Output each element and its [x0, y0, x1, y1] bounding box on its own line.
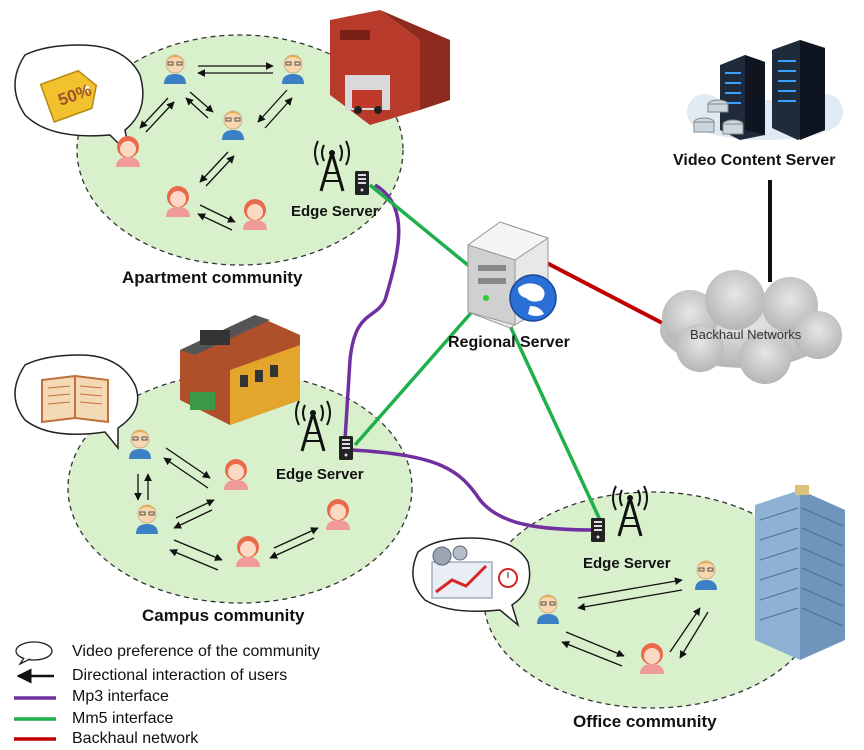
- legend-backhaul-text: Backhaul network: [72, 730, 199, 747]
- mm5-link-office: [503, 314, 602, 521]
- apartment-user-4: [116, 136, 140, 167]
- legend-interaction-text: Directional interaction of users: [72, 667, 288, 684]
- discount-tag-icon: [39, 69, 98, 123]
- legend-interaction: Directional interaction of users: [14, 665, 287, 687]
- campus-community-title: Campus community: [142, 606, 305, 625]
- mp3-link-apartment-campus: [343, 183, 401, 441]
- apartment-interaction-arrows: [139, 62, 293, 231]
- campus-user-4: [326, 499, 350, 530]
- apartment-building-icon: [330, 10, 450, 125]
- backhaul-networks-label: Backhaul Networks: [690, 327, 802, 342]
- office-interaction-arrows: [561, 577, 709, 667]
- video-content-server-label: Video Content Server: [673, 152, 836, 169]
- book-icon: [41, 374, 109, 424]
- campus-edge-server-icon: [339, 436, 353, 460]
- office-preference-bubble: [412, 537, 531, 628]
- globe-icon: [509, 274, 557, 322]
- backhaul-cloud-icon: [660, 270, 842, 384]
- legend-preference-text: Video preference of the community: [72, 643, 320, 660]
- office-user-3: [640, 643, 664, 674]
- apartment-user-5: [166, 186, 190, 217]
- legend-preference: Video preference of the community: [14, 641, 320, 663]
- backhaul-link: [544, 260, 669, 328]
- office-community-title: Office community: [573, 712, 717, 731]
- office-building-icon: [755, 485, 845, 660]
- apartment-preference-bubble: [14, 44, 144, 158]
- legend-marks: [14, 641, 56, 741]
- apartment-community-title: Apartment community: [122, 268, 303, 287]
- office-edge-server-icon: [591, 518, 605, 542]
- campus-user-5: [236, 536, 260, 567]
- regional-server-label: Regional Server: [448, 334, 570, 351]
- campus-edge-server-label: Edge Server: [276, 466, 364, 483]
- mm5-link-apartment: [368, 183, 482, 277]
- campus-preference-bubble: [14, 354, 139, 451]
- mm5-link-campus: [353, 303, 480, 447]
- office-edge-server-label: Edge Server: [583, 555, 671, 572]
- apartment-edge-server-label: Edge Server: [291, 203, 379, 220]
- apartment-edge-server-icon: [355, 171, 369, 195]
- campus-interaction-arrows: [134, 447, 319, 571]
- apartment-community-area: [76, 34, 404, 266]
- campus-user-3: [224, 459, 248, 490]
- legend-mm5: Mm5 interface: [14, 708, 173, 730]
- legend-mm5-text: Mm5 interface: [72, 710, 174, 727]
- chart-gears-icon: [431, 545, 518, 599]
- mp3-link-campus-office: [351, 448, 596, 532]
- campus-building-icon: [180, 315, 300, 425]
- legend-mp3: Mp3 interface: [14, 686, 169, 708]
- legend-bubble-icon: [15, 641, 53, 661]
- video-content-server-icon: [687, 40, 843, 140]
- database-stack-icon: [693, 99, 744, 135]
- legend-backhaul: Backhaul network: [14, 728, 198, 750]
- legend-mp3-text: Mp3 interface: [72, 688, 169, 705]
- apartment-user-6: [243, 199, 267, 230]
